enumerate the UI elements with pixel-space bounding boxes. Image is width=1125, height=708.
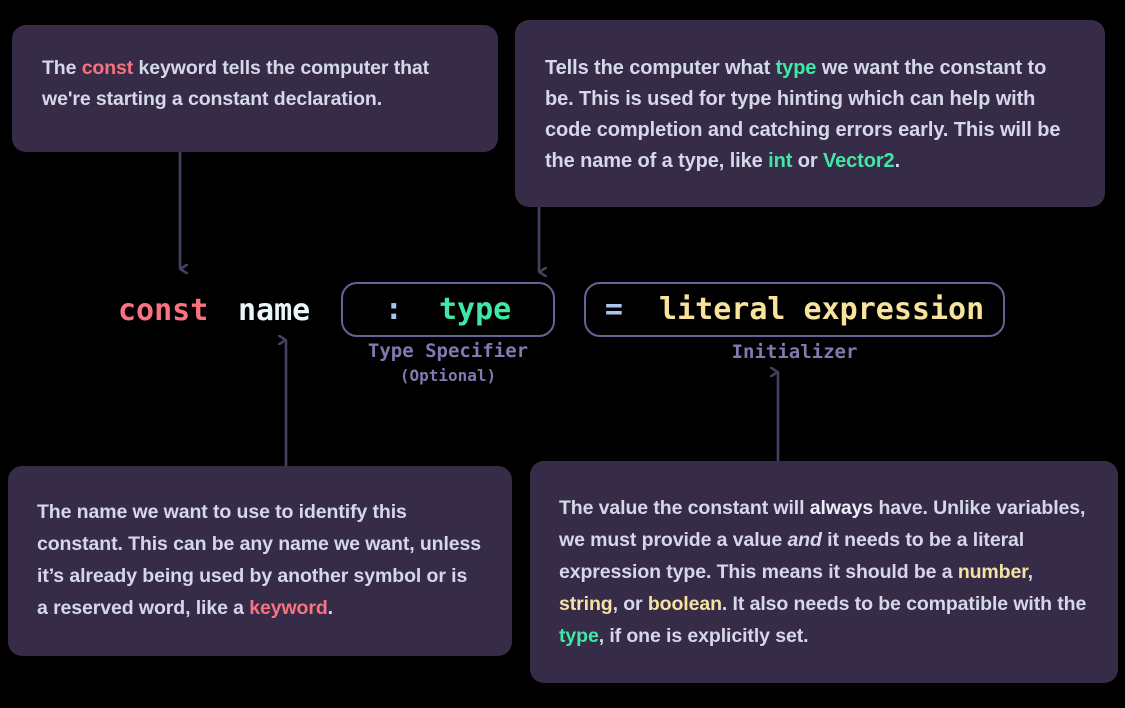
inline-token-green: type (559, 625, 599, 647)
inline-token-green: Vector2 (823, 150, 895, 172)
callout-type: Tells the computer what type we want the… (515, 20, 1105, 207)
initializer-caption: Initializer (731, 341, 858, 363)
inline-token-yellow: boolean (647, 593, 722, 615)
equals-punctuation: = (604, 292, 623, 327)
type-specifier-caption: Type Specifier (367, 340, 529, 362)
inline-token-italic: and (787, 529, 822, 551)
literal-expression-token: literal expression (659, 292, 985, 327)
inline-token-bold: always (809, 497, 874, 519)
spacer (403, 292, 439, 327)
inline-token-green: int (768, 150, 793, 172)
type-specifier-box: : type (341, 282, 555, 337)
type-specifier-optional-caption: (Optional) (399, 366, 497, 385)
callout-type-text: Tells the computer what type we want the… (545, 57, 1061, 172)
initializer-box: = literal expression (584, 282, 1005, 337)
initializer-content: = literal expression (605, 292, 984, 327)
colon-punctuation: : (384, 292, 403, 327)
callout-const-text: The const keyword tells the computer tha… (42, 57, 430, 110)
inline-token-yellow: string (559, 593, 613, 615)
inline-token-red: keyword (249, 597, 328, 619)
name-token: name (238, 293, 311, 328)
syntax-line: const name : type = literal expression (0, 282, 1125, 340)
inline-token-red: const (81, 57, 134, 79)
callout-const: The const keyword tells the computer tha… (12, 25, 498, 152)
inline-token-yellow: number (957, 561, 1028, 583)
spacer (623, 292, 659, 327)
const-keyword: const (118, 293, 209, 328)
callout-name-text: The name we want to use to identify this… (37, 501, 482, 619)
callout-value-text: The value the constant will always have.… (559, 497, 1087, 647)
callout-value: The value the constant will always have.… (530, 461, 1118, 683)
type-token: type (438, 292, 512, 327)
callout-name: The name we want to use to identify this… (8, 466, 512, 656)
type-specifier-content: : type (385, 292, 511, 327)
inline-token-green: type (775, 57, 817, 79)
